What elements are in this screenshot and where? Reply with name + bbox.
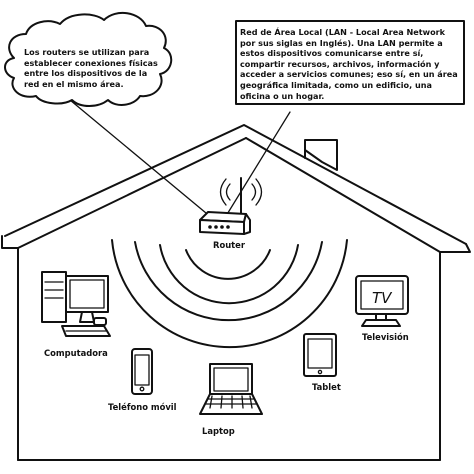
- laptop-label: Laptop: [202, 426, 235, 436]
- tablet-icon: [303, 333, 337, 377]
- computer-label: Computadora: [44, 348, 108, 358]
- info-box: [235, 20, 465, 105]
- tv-icon: TV: [355, 275, 409, 327]
- wifi-waves: [111, 239, 348, 349]
- router-icon: [199, 177, 263, 235]
- callout-pointer-lines: [69, 99, 291, 219]
- cloud-callout-text: Los routers se utilizan para establecer …: [24, 47, 158, 89]
- tablet-label: Tablet: [312, 382, 341, 392]
- cloud-callout-icon: [4, 11, 173, 107]
- laptop-icon: [199, 363, 263, 415]
- phone-label: Teléfono móvil: [108, 402, 177, 412]
- info-box-text: Red de Área Local (LAN - Local Area Netw…: [240, 27, 458, 101]
- chimney: [304, 139, 338, 171]
- computer-icon: [41, 271, 111, 337]
- router-label: Router: [213, 240, 245, 250]
- house-icon: [1, 124, 471, 461]
- tv-label: Televisión: [362, 332, 409, 342]
- phone-icon: [131, 348, 153, 395]
- tv-screen-text: TV: [372, 289, 393, 307]
